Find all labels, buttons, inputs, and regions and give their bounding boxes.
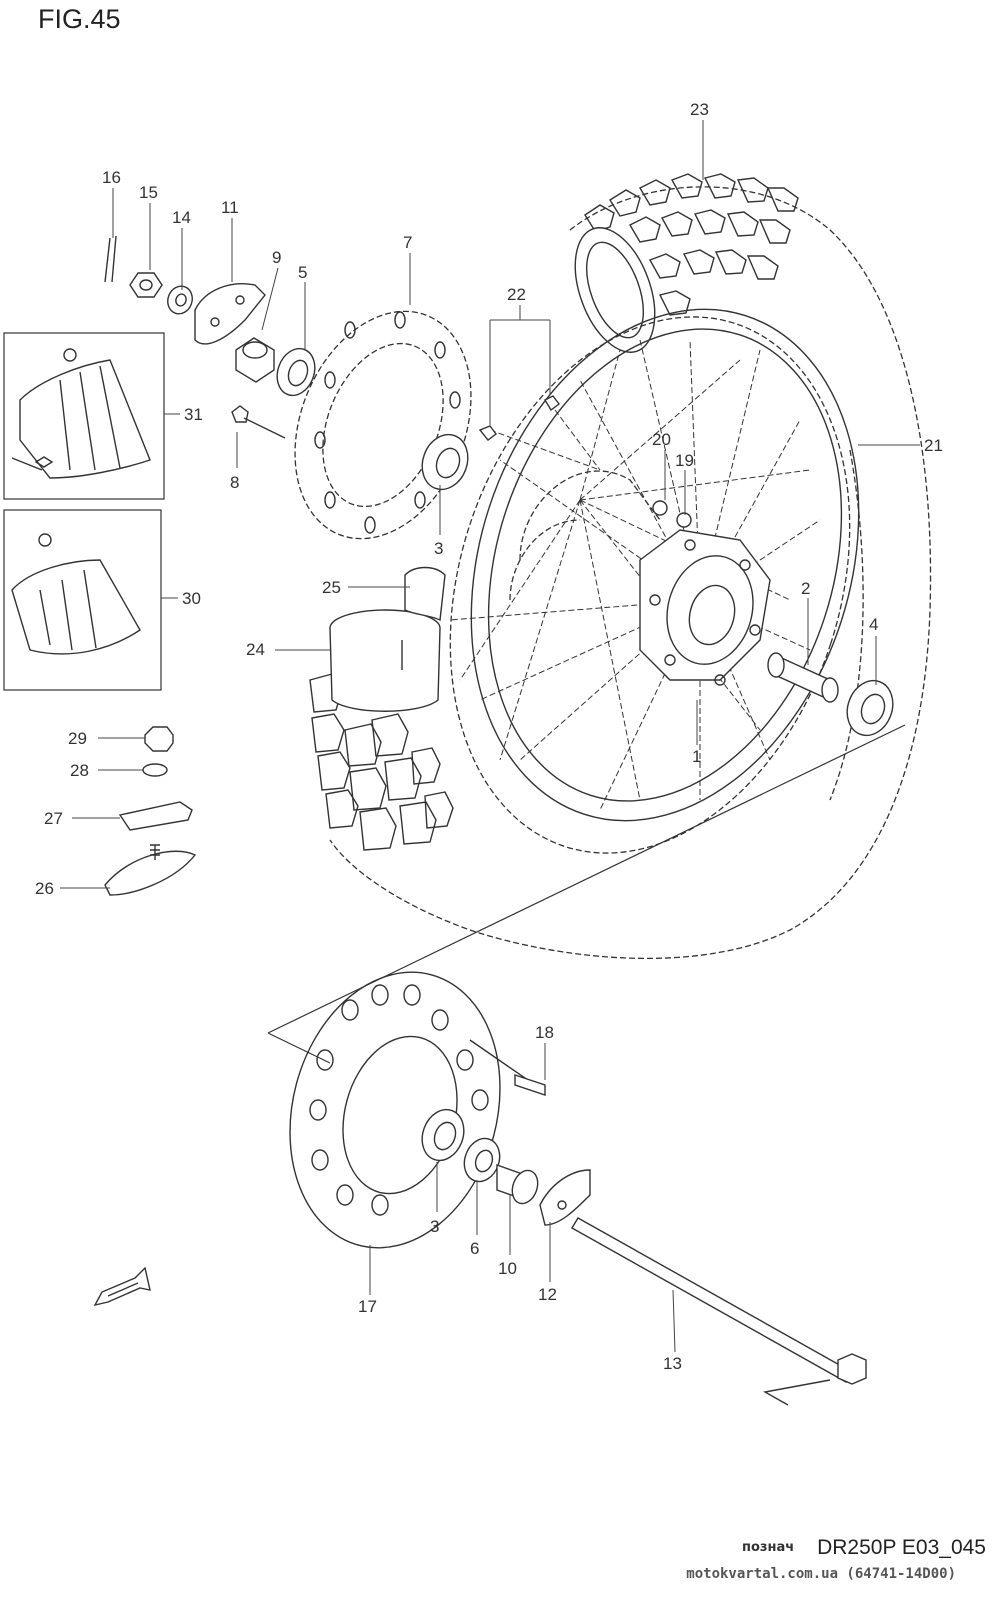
tube-drawing bbox=[329, 609, 441, 712]
chain-adjuster-drawing bbox=[539, 1169, 591, 1226]
rim-lock-pad-drawing bbox=[104, 844, 197, 896]
callout-28: 28 bbox=[70, 761, 89, 780]
watermark-small: познач bbox=[742, 1540, 795, 1555]
washer-drawing bbox=[167, 285, 193, 315]
spokes-drawing bbox=[449, 339, 821, 811]
axle-spacer-drawing bbox=[767, 652, 839, 703]
callout-26: 26 bbox=[35, 879, 54, 898]
callout-29: 29 bbox=[68, 729, 87, 748]
callout-12: 12 bbox=[538, 1285, 557, 1304]
callout-11: 11 bbox=[221, 198, 239, 217]
callout-27: 27 bbox=[44, 809, 63, 828]
callout-6: 6 bbox=[470, 1239, 479, 1258]
rear-tire-drawing bbox=[309, 173, 932, 959]
callout-1: 1 bbox=[692, 747, 701, 766]
callout-19: 19 bbox=[675, 451, 694, 470]
callout-14: 14 bbox=[172, 208, 191, 227]
callout-3-upper: 3 bbox=[434, 539, 443, 558]
rim-drawing bbox=[449, 308, 860, 854]
callout-13: 13 bbox=[663, 1354, 682, 1373]
callout-20: 20 bbox=[652, 430, 671, 449]
spacer-drawing bbox=[235, 337, 275, 383]
callout-30: 30 bbox=[182, 589, 201, 608]
document-code: DR250P E03_045 bbox=[817, 1536, 986, 1559]
callout-labels: 1 2 3 3 4 5 6 7 8 9 10 11 12 13 14 15 16… bbox=[35, 100, 943, 1373]
chain-case-box bbox=[3, 509, 162, 691]
cotter-pin-drawing bbox=[104, 235, 117, 283]
callout-2: 2 bbox=[801, 579, 810, 598]
callout-5: 5 bbox=[298, 263, 307, 282]
callout-15: 15 bbox=[139, 183, 158, 202]
seal-lower-drawing bbox=[463, 1137, 501, 1183]
washer-28-drawing bbox=[142, 763, 168, 777]
watermark-text: motokvartal.com.ua (64741-14D00) bbox=[686, 1566, 956, 1582]
axle-drawing bbox=[571, 1217, 867, 1406]
sprocket-bolt-drawing bbox=[469, 1039, 546, 1096]
callout-10: 10 bbox=[498, 1259, 517, 1278]
callout-24: 24 bbox=[246, 640, 265, 659]
front-arrow-icon bbox=[93, 1266, 151, 1307]
disc-plate-drawing bbox=[194, 283, 266, 345]
nut-drawing bbox=[129, 272, 163, 298]
callout-4: 4 bbox=[869, 615, 878, 634]
callout-17: 17 bbox=[358, 1297, 377, 1316]
brake-disc-drawing bbox=[294, 310, 472, 540]
sprocket-drawing bbox=[289, 971, 501, 1249]
callout-18: 18 bbox=[535, 1023, 554, 1042]
callout-31: 31 bbox=[184, 405, 203, 424]
bearing-lower-drawing bbox=[421, 1108, 465, 1162]
rim-lock-block-drawing bbox=[118, 801, 193, 831]
callout-3-lower: 3 bbox=[430, 1217, 439, 1236]
bolt-drawing bbox=[231, 405, 286, 439]
nipple-drawing bbox=[478, 395, 692, 528]
callout-22: 22 bbox=[507, 285, 526, 304]
rim-band-drawing bbox=[404, 566, 446, 622]
chain-guard-box bbox=[3, 332, 165, 500]
figure-title: FIG.45 bbox=[38, 4, 121, 34]
callout-leaders bbox=[60, 120, 920, 1353]
callout-9: 9 bbox=[272, 248, 281, 267]
hub-drawing bbox=[509, 470, 771, 686]
oil-seal-drawing bbox=[276, 347, 316, 397]
nut-29-drawing bbox=[144, 726, 174, 752]
callout-8: 8 bbox=[230, 473, 239, 492]
callout-21: 21 bbox=[924, 436, 943, 455]
callout-7: 7 bbox=[403, 233, 412, 252]
section-separator bbox=[267, 724, 906, 1064]
callout-25: 25 bbox=[322, 578, 341, 597]
callout-16: 16 bbox=[102, 168, 121, 187]
callout-23: 23 bbox=[690, 100, 709, 119]
bearing-right-drawing bbox=[846, 679, 894, 737]
bearing-upper-drawing bbox=[421, 433, 469, 491]
spacer-10-drawing bbox=[496, 1164, 539, 1205]
